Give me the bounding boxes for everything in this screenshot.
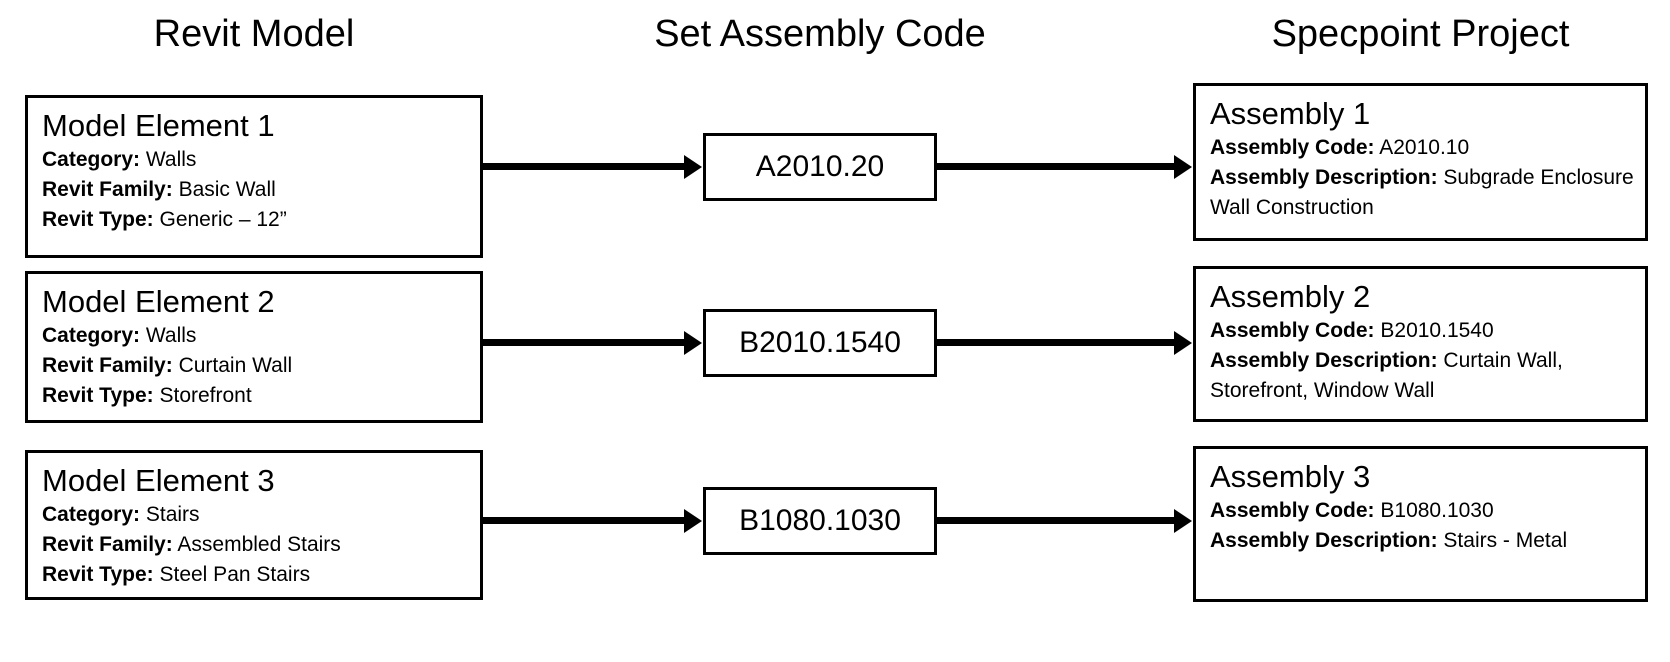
model-element-category-line: Category: Walls bbox=[42, 145, 480, 175]
assembly-box: Assembly 3 Assembly Code: B1080.1030 Ass… bbox=[1193, 446, 1648, 602]
assembly-description-text: Stairs - Metal bbox=[1443, 528, 1568, 552]
arrow-code-to-assembly bbox=[937, 508, 1192, 533]
revit-family-value: Curtain Wall bbox=[178, 353, 293, 377]
category-label: Category: bbox=[42, 147, 141, 171]
model-element-type-line: Revit Type: Generic – 12” bbox=[42, 205, 480, 235]
revit-type-value: Generic – 12” bbox=[159, 207, 287, 231]
model-element-box: Model Element 3 Category: Stairs Revit F… bbox=[25, 450, 483, 600]
assembly-code-text: B2010.1540 bbox=[1380, 318, 1494, 342]
assembly-code-label: Assembly Code: bbox=[1210, 498, 1375, 522]
column-header-specpoint-project: Specpoint Project bbox=[1271, 13, 1570, 55]
assembly-description-line: Assembly Description: Subgrade Enclosure… bbox=[1210, 163, 1645, 223]
assembly-description-text: Subgrade Enclosure Wall Construction bbox=[1210, 165, 1634, 219]
category-value: Walls bbox=[145, 323, 197, 347]
assembly-description-label: Assembly Description: bbox=[1210, 165, 1438, 189]
column-header-revit-model: Revit Model bbox=[153, 13, 355, 55]
category-label: Category: bbox=[42, 502, 141, 526]
assembly-code-line: Assembly Code: B2010.1540 bbox=[1210, 316, 1645, 346]
model-element-type-line: Revit Type: Storefront bbox=[42, 381, 480, 411]
assembly-description-line: Assembly Description: Stairs - Metal bbox=[1210, 526, 1645, 556]
arrow-element-to-code bbox=[483, 330, 702, 355]
model-element-box: Model Element 2 Category: Walls Revit Fa… bbox=[25, 271, 483, 423]
assembly-code-value: B2010.1540 bbox=[739, 326, 901, 359]
revit-family-label: Revit Family: bbox=[42, 177, 173, 201]
model-element-title: Model Element 1 bbox=[42, 108, 275, 143]
model-element-title: Model Element 2 bbox=[42, 284, 275, 319]
assembly-title: Assembly 2 bbox=[1210, 279, 1371, 314]
assembly-title: Assembly 1 bbox=[1210, 96, 1371, 131]
assembly-code-box: A2010.20 bbox=[703, 133, 937, 201]
assembly-code-label: Assembly Code: bbox=[1210, 135, 1375, 159]
model-element-category-line: Category: Walls bbox=[42, 321, 480, 351]
assembly-code-value: B1080.1030 bbox=[739, 504, 901, 537]
revit-family-label: Revit Family: bbox=[42, 353, 173, 377]
arrow-code-to-assembly bbox=[937, 330, 1192, 355]
category-label: Category: bbox=[42, 323, 141, 347]
revit-family-value: Basic Wall bbox=[178, 177, 276, 201]
model-element-category-line: Category: Stairs bbox=[42, 500, 480, 530]
category-value: Walls bbox=[145, 147, 197, 171]
model-element-family-line: Revit Family: Curtain Wall bbox=[42, 351, 480, 381]
revit-type-label: Revit Type: bbox=[42, 562, 154, 586]
model-element-type-line: Revit Type: Steel Pan Stairs bbox=[42, 560, 480, 590]
assembly-code-value: A2010.20 bbox=[755, 150, 885, 183]
assembly-code-box: B2010.1540 bbox=[703, 309, 937, 377]
revit-type-value: Storefront bbox=[159, 383, 252, 407]
assembly-code-box: B1080.1030 bbox=[703, 487, 937, 555]
revit-family-label: Revit Family: bbox=[42, 532, 173, 556]
assembly-code-text: B1080.1030 bbox=[1380, 498, 1494, 522]
assembly-title: Assembly 3 bbox=[1210, 459, 1371, 494]
model-element-family-line: Revit Family: Assembled Stairs bbox=[42, 530, 480, 560]
assembly-code-line: Assembly Code: B1080.1030 bbox=[1210, 496, 1645, 526]
arrow-element-to-code bbox=[483, 508, 702, 533]
assembly-description-text: Curtain Wall, Storefront, Window Wall bbox=[1210, 348, 1563, 402]
assembly-code-line: Assembly Code: A2010.10 bbox=[1210, 133, 1645, 163]
assembly-description-label: Assembly Description: bbox=[1210, 528, 1438, 552]
assembly-code-text: A2010.10 bbox=[1379, 135, 1470, 159]
revit-type-label: Revit Type: bbox=[42, 207, 154, 231]
revit-type-label: Revit Type: bbox=[42, 383, 154, 407]
assembly-code-label: Assembly Code: bbox=[1210, 318, 1375, 342]
model-element-family-line: Revit Family: Basic Wall bbox=[42, 175, 480, 205]
category-value: Stairs bbox=[145, 502, 200, 526]
arrow-element-to-code bbox=[483, 154, 702, 179]
model-element-box: Model Element 1 Category: Walls Revit Fa… bbox=[25, 95, 483, 258]
assembly-description-line: Assembly Description: Curtain Wall, Stor… bbox=[1210, 346, 1645, 406]
revit-type-value: Steel Pan Stairs bbox=[159, 562, 311, 586]
revit-family-value: Assembled Stairs bbox=[177, 532, 341, 556]
column-header-set-assembly-code: Set Assembly Code bbox=[654, 13, 986, 55]
assembly-box: Assembly 1 Assembly Code: A2010.10 Assem… bbox=[1193, 83, 1648, 241]
arrow-code-to-assembly bbox=[937, 154, 1192, 179]
assembly-description-label: Assembly Description: bbox=[1210, 348, 1438, 372]
model-element-title: Model Element 3 bbox=[42, 463, 275, 498]
assembly-box: Assembly 2 Assembly Code: B2010.1540 Ass… bbox=[1193, 266, 1648, 422]
